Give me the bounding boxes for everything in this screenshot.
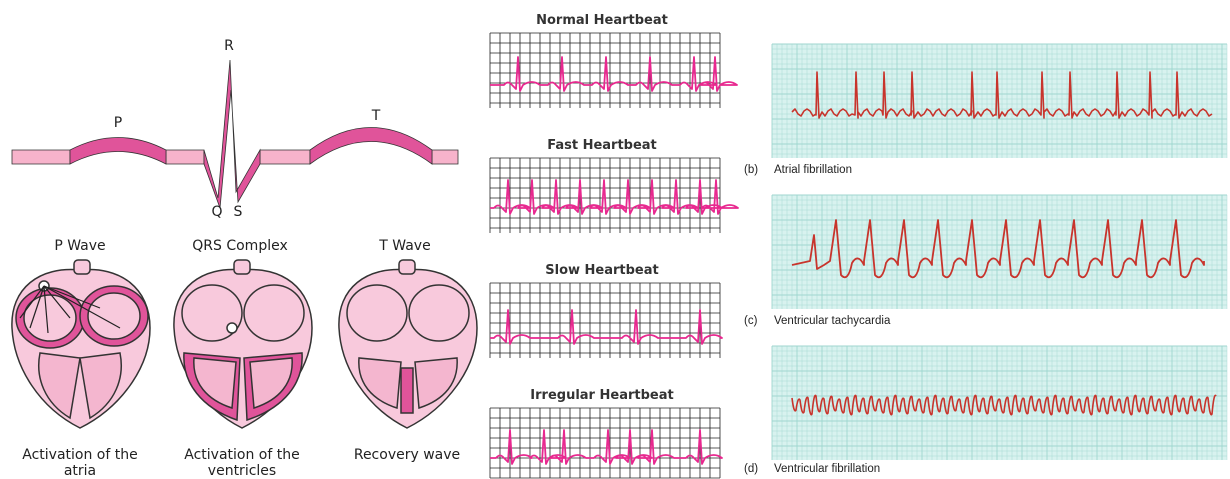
phase-caption-line: Recovery wave bbox=[322, 447, 492, 463]
phase-caption-line: atria bbox=[0, 463, 165, 479]
phase-caption-line: Activation of the bbox=[0, 447, 165, 463]
ecg-trace bbox=[490, 180, 738, 214]
phase-title-t-wave: T Wave bbox=[325, 238, 485, 254]
rhythm-caption-b: (b)Atrial fibrillation bbox=[744, 164, 852, 176]
heart-illustration-p-wave bbox=[0, 258, 160, 438]
ecg-grid bbox=[490, 283, 720, 358]
t-wave-segment bbox=[310, 128, 432, 165]
phase-title-qrs-complex: QRS Complex bbox=[160, 238, 320, 254]
phase-title-p-wave: P Wave bbox=[0, 238, 160, 254]
rhythm-strip-vtach bbox=[772, 195, 1227, 309]
rhythm-strip-vfib bbox=[772, 346, 1227, 460]
s-label: S bbox=[228, 204, 248, 220]
rhythm-caption-c: (c)Ventricular tachycardia bbox=[744, 315, 890, 327]
q-label: Q bbox=[207, 204, 227, 220]
phase-caption-qrs-complex: Activation of the ventricles bbox=[157, 447, 327, 479]
ecg-strip-slow bbox=[490, 283, 720, 358]
rhythm-caption-text: Atrial fibrillation bbox=[774, 164, 852, 176]
rhythm-paper bbox=[772, 44, 1227, 158]
phase-caption-line: Activation of the bbox=[157, 447, 327, 463]
ecg-grid bbox=[490, 408, 720, 478]
qrs-complex-segment bbox=[204, 60, 260, 208]
ecg-title-irregular: Irregular Heartbeat bbox=[487, 388, 717, 403]
ecg-trace bbox=[490, 310, 722, 344]
ecg-trace bbox=[490, 430, 722, 464]
phase-caption-t-wave: Recovery wave bbox=[322, 447, 492, 463]
rhythm-paper bbox=[772, 195, 1227, 309]
phase-caption-line: ventricles bbox=[157, 463, 327, 479]
ecg-strip-irregular bbox=[490, 408, 720, 478]
ecg-strip-normal bbox=[490, 33, 720, 108]
p-wave-segment bbox=[70, 138, 166, 165]
rhythm-caption-d: (d)Ventricular fibrillation bbox=[744, 463, 880, 475]
ecg-title-fast: Fast Heartbeat bbox=[487, 138, 717, 153]
heart-illustration-t-wave bbox=[327, 258, 487, 438]
heart-illustration-qrs-complex bbox=[162, 258, 322, 438]
ecg-title-normal: Normal Heartbeat bbox=[487, 13, 717, 28]
ecg-title-slow: Slow Heartbeat bbox=[487, 263, 717, 278]
ecg-strip-fast bbox=[490, 158, 720, 233]
r-label: R bbox=[219, 38, 239, 54]
t-label: T bbox=[366, 108, 386, 124]
phase-caption-p-wave: Activation of the atria bbox=[0, 447, 165, 479]
rhythm-caption-text: Ventricular fibrillation bbox=[774, 463, 880, 475]
rhythm-strip-afib bbox=[772, 44, 1227, 158]
rhythm-tag: (c) bbox=[744, 315, 774, 327]
rhythm-tag: (d) bbox=[744, 463, 774, 475]
p-label: P bbox=[108, 115, 128, 131]
rhythm-tag: (b) bbox=[744, 164, 774, 176]
rhythm-caption-text: Ventricular tachycardia bbox=[774, 315, 890, 327]
